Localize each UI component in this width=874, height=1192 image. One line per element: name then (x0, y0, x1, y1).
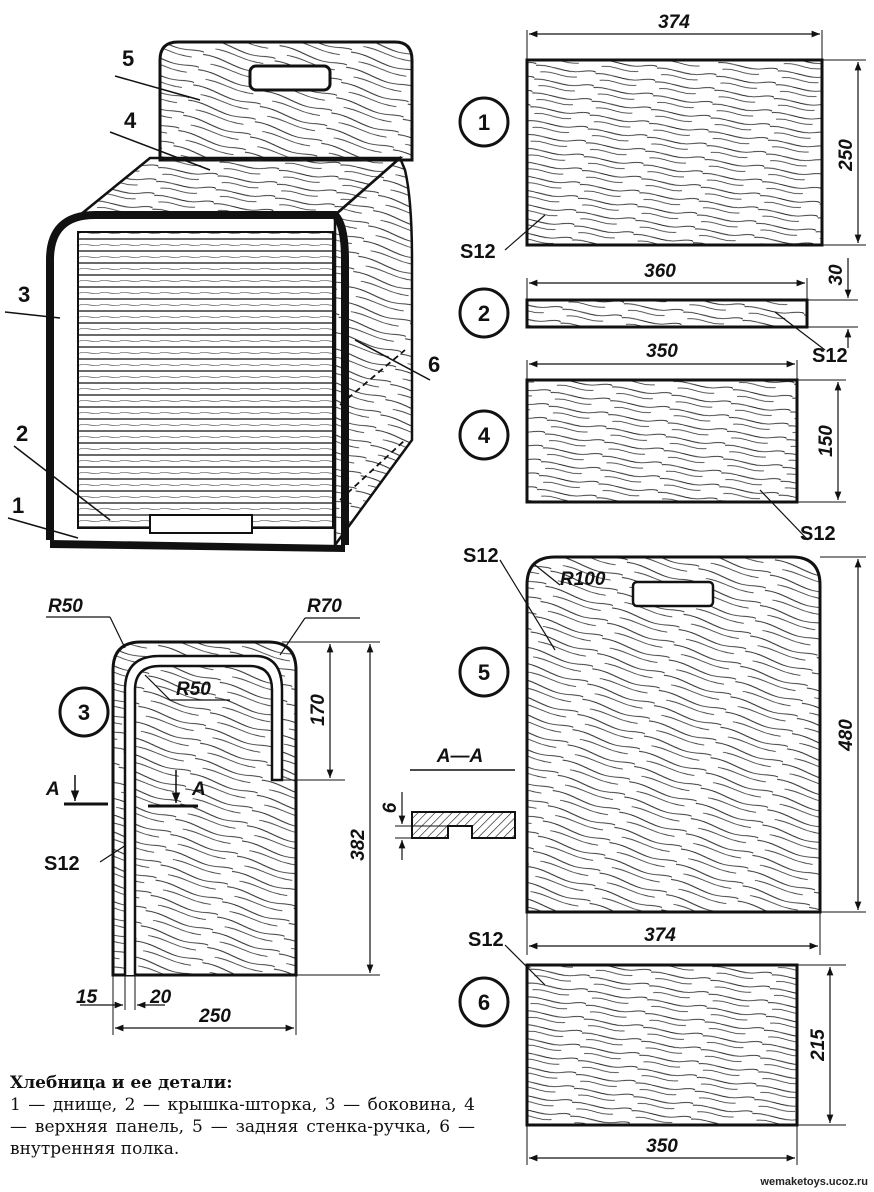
section-profile (411, 811, 516, 839)
caption-title: Хлебница и ее детали: (10, 1073, 233, 1093)
side-frame-shape (46, 211, 349, 545)
callout-1: 1 (12, 493, 24, 518)
site-watermark: wemaketoys.ucoz.ru (760, 1176, 868, 1188)
part-6: 6 S12 215 350 (458, 929, 846, 1165)
part-5: 5 R100 S12 480 374 (458, 545, 866, 955)
part-1-marker (458, 96, 510, 148)
svg-text:1: 1 (478, 110, 490, 135)
section-mark-left: A (45, 779, 60, 800)
svg-text:4: 4 (478, 423, 491, 448)
part-2-board (525, 298, 809, 329)
part-3-marker (58, 686, 110, 738)
part-4-marker (458, 409, 510, 461)
section-a-a: A—A 6 (380, 746, 516, 860)
part-1-board (525, 58, 824, 247)
side-groove-offset: 15 (76, 987, 98, 1008)
part-2-height: 30 (826, 264, 847, 286)
part-1-thickness: S12 (460, 241, 496, 263)
part-5-width: 374 (644, 925, 676, 946)
side-slot-depth: 170 (308, 694, 329, 726)
callout-5: 5 (122, 46, 134, 71)
part-5-radius: R100 (560, 569, 606, 590)
roll-shutter (77, 231, 334, 529)
callout-2: 2 (16, 421, 28, 446)
part-1-width: 374 (658, 12, 690, 33)
bottom-panel-shape (50, 540, 345, 552)
side-radius-outer-right: R70 (307, 596, 342, 617)
part-5-marker (458, 646, 510, 698)
part-1-height: 250 (836, 139, 857, 172)
part-4-thickness: S12 (800, 523, 836, 545)
part-6-height: 215 (808, 1029, 829, 1062)
side-radius-inner: R50 (176, 679, 211, 700)
part-5-board (525, 555, 822, 914)
side-thickness: S12 (44, 853, 80, 875)
caption-body: 1 — днище, 2 — крышка-шторка, 3 — бокови… (10, 1095, 475, 1159)
part-4-board (525, 378, 799, 504)
part-5-thickness: S12 (463, 545, 499, 567)
svg-text:6: 6 (478, 990, 490, 1015)
part-3-side-panel: 3 R50 R70 R50 170 382 15 20 250 (44, 596, 380, 1035)
section-title: A—A (436, 746, 483, 767)
section-depth: 6 (380, 802, 401, 813)
part-6-width: 350 (646, 1136, 678, 1157)
back-panel-handle-hole (248, 64, 332, 92)
shutter-handle (149, 514, 253, 534)
part-2: 2 360 30 S12 (458, 258, 858, 367)
part-5-height: 480 (836, 719, 857, 752)
part-6-thickness: S12 (468, 929, 504, 951)
side-panel-board (111, 640, 298, 977)
part-2-thickness: S12 (812, 345, 848, 367)
part-4-width: 350 (646, 341, 678, 362)
back-panel-shape (158, 40, 414, 162)
callout-3: 3 (18, 282, 30, 307)
callout-6: 6 (428, 352, 440, 377)
side-radius-outer-left: R50 (48, 596, 83, 617)
part-5-handle-hole (631, 580, 715, 608)
bread-box-overview: 5 4 3 2 1 6 (4, 40, 440, 552)
side-panel-groove (123, 654, 284, 975)
part-6-marker (458, 976, 510, 1028)
part-4-height: 150 (816, 425, 837, 457)
part-2-width: 360 (644, 261, 676, 282)
side-groove-gap: 20 (149, 987, 172, 1008)
part-1: 1 374 250 S12 (458, 12, 866, 263)
svg-text:2: 2 (478, 301, 490, 326)
part-6-board (525, 963, 799, 1127)
section-mark-right: A (191, 779, 206, 800)
figure-caption: Хлебница и ее детали: 1 — днище, 2 — кры… (10, 1072, 475, 1160)
side-width: 250 (198, 1006, 231, 1027)
side-height: 382 (348, 829, 369, 861)
right-side-shape (333, 155, 414, 549)
part-4: 4 350 150 S12 (458, 341, 846, 545)
svg-text:3: 3 (78, 700, 90, 725)
callout-4: 4 (124, 108, 137, 133)
part-2-marker (458, 287, 510, 339)
svg-text:5: 5 (478, 660, 490, 685)
